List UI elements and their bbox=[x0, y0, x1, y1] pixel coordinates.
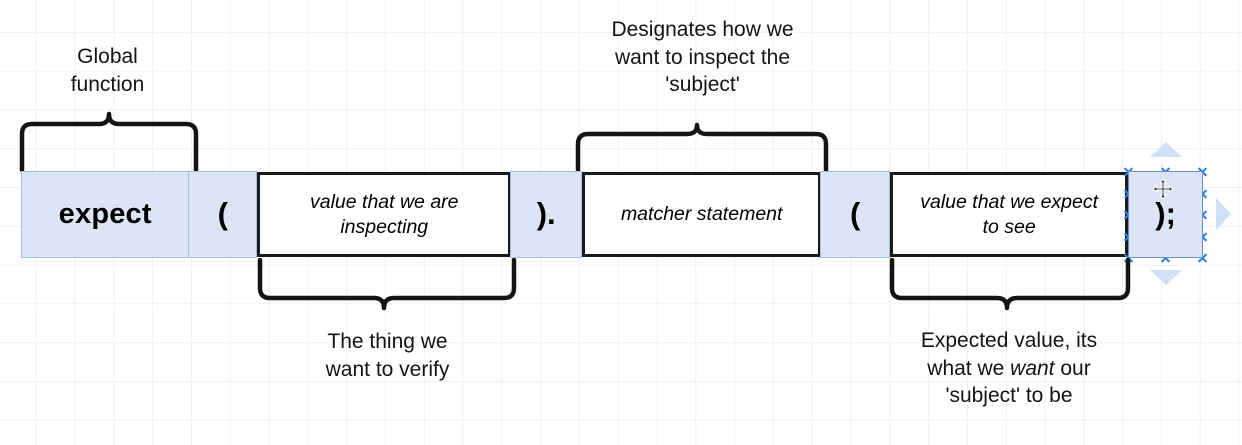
callout-expected-value-part1: Expected value, its what we bbox=[920, 329, 1098, 380]
open-paren-1-label: ( bbox=[217, 195, 228, 231]
open-paren-2-label: ( bbox=[850, 195, 861, 231]
brace-thing-to-verify bbox=[257, 258, 517, 311]
callout-thing-to-verify: The thing we want to verify bbox=[325, 330, 450, 381]
close-paren-dot-label: ). bbox=[536, 195, 556, 231]
callout-expected-value: Expected value, its what we want our 'su… bbox=[884, 327, 1134, 410]
cell-open-paren-1[interactable]: ( bbox=[188, 171, 258, 258]
brace-designates bbox=[575, 122, 829, 174]
expect-keyword-label: expect bbox=[58, 198, 152, 230]
connect-arrow-right-icon[interactable] bbox=[1216, 198, 1231, 230]
callout-designates: Designates how we want to inspect the 's… bbox=[611, 18, 794, 97]
subject-placeholder-label: value that we are inspecting bbox=[310, 191, 459, 238]
cell-subject-placeholder[interactable]: value that we are inspecting bbox=[257, 172, 512, 257]
callout-expected-value-emphasis: want bbox=[1010, 356, 1055, 380]
callout-expected-value-part2: our 'subject' to be bbox=[945, 356, 1091, 408]
connect-arrow-down-icon[interactable] bbox=[1150, 270, 1182, 285]
brace-expected-value bbox=[889, 258, 1131, 311]
close-paren-semi-label: ); bbox=[1155, 195, 1176, 231]
cell-close-paren-semicolon-selected[interactable]: ); bbox=[1128, 171, 1203, 258]
cell-close-paren-dot[interactable]: ). bbox=[510, 171, 583, 258]
connect-arrow-up-icon[interactable] bbox=[1150, 142, 1182, 157]
cell-expected-placeholder[interactable]: value that we expect to see bbox=[890, 172, 1129, 257]
expected-placeholder-label: value that we expect to see bbox=[920, 191, 1099, 238]
brace-global-function bbox=[19, 111, 199, 172]
matcher-placeholder-label: matcher statement bbox=[620, 203, 783, 226]
callout-global-function: Global function bbox=[70, 45, 145, 96]
cell-expect-keyword[interactable]: expect bbox=[21, 171, 190, 258]
cell-open-paren-2[interactable]: ( bbox=[820, 171, 891, 258]
expect-syntax-bar: expect ( value that we are inspecting ).… bbox=[21, 171, 1203, 258]
cell-matcher-placeholder[interactable]: matcher statement bbox=[582, 172, 822, 257]
